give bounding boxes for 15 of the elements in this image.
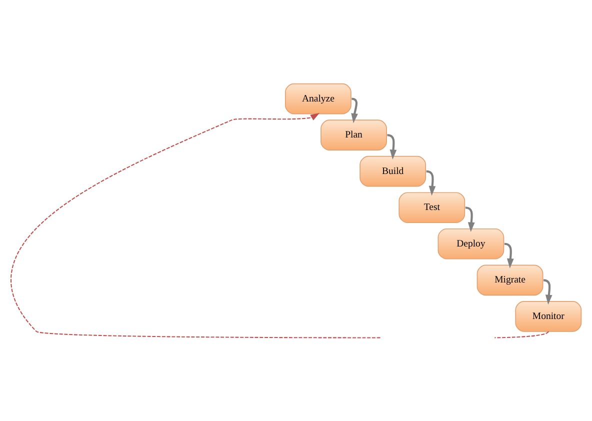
- node-box: Monitor: [515, 300, 582, 332]
- arrow: [504, 242, 514, 268]
- arrow: [11, 112, 380, 338]
- node-box: Migrate: [476, 264, 544, 296]
- arrow: [465, 206, 475, 232]
- node-box: Analyze: [284, 82, 352, 114]
- node-box: Test: [398, 192, 466, 223]
- arrow: [387, 134, 397, 159]
- node-box: Build: [360, 155, 426, 186]
- arrow: [543, 278, 552, 304]
- arrow: [351, 97, 358, 123]
- node-box: Deploy: [438, 228, 504, 259]
- connector: [494, 330, 549, 338]
- arrow: [426, 170, 436, 196]
- node-box: Plan: [320, 119, 387, 150]
